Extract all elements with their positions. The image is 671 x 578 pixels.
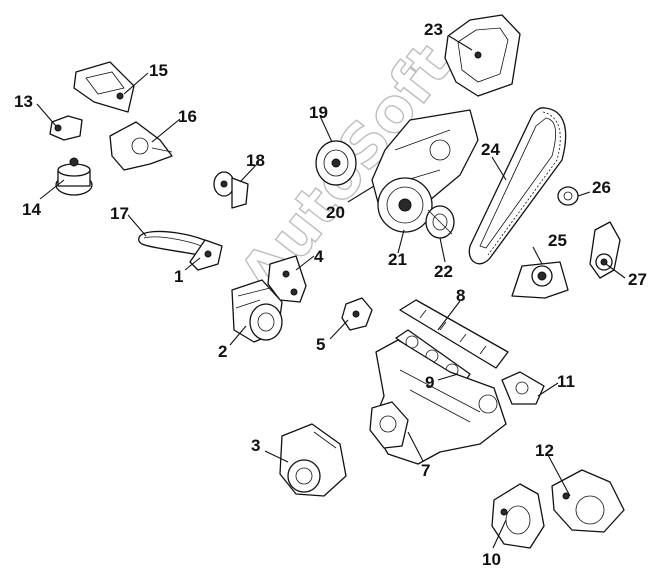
callout-11: 11 bbox=[557, 372, 575, 391]
part-timing-belt bbox=[468, 107, 567, 265]
part-crankshaft-sprocket bbox=[425, 205, 455, 239]
callout-17: 17 bbox=[110, 204, 129, 223]
callout-2: 2 bbox=[218, 342, 227, 361]
part-throttle-assembly bbox=[551, 469, 625, 533]
part-crankshaft-pulley bbox=[377, 177, 433, 233]
callout-5: 5 bbox=[316, 335, 325, 354]
part-small-pulley bbox=[213, 171, 249, 209]
part-alternator bbox=[231, 279, 283, 343]
callout-18: 18 bbox=[246, 151, 265, 170]
callout-26: 26 bbox=[592, 178, 611, 197]
part-throttle-body bbox=[279, 423, 347, 497]
callout-20: 20 bbox=[326, 203, 345, 222]
part-intake-manifold bbox=[369, 339, 507, 465]
part-bush bbox=[557, 186, 579, 206]
part-fuel-rail bbox=[399, 299, 509, 369]
callout-14: 14 bbox=[22, 200, 41, 219]
callout-24: 24 bbox=[481, 140, 500, 159]
callout-7: 7 bbox=[421, 461, 430, 480]
part-engine-mount bbox=[55, 157, 93, 196]
callout-25: 25 bbox=[548, 231, 567, 250]
callout-15: 15 bbox=[149, 61, 168, 80]
callout-23: 23 bbox=[424, 20, 443, 39]
leader-lines bbox=[36, 35, 626, 549]
part-flange-gasket bbox=[501, 371, 545, 405]
callout-8: 8 bbox=[456, 286, 465, 305]
callout-3: 3 bbox=[251, 436, 260, 455]
callout-19: 19 bbox=[309, 103, 328, 122]
part-upper-timing-cover bbox=[444, 14, 521, 97]
part-alternator-bracket bbox=[267, 255, 307, 303]
part-small-bracket bbox=[49, 115, 83, 141]
part-mount-bracket-top bbox=[73, 61, 135, 113]
callouts: 1 2 3 4 5 7 8 9 10 11 12 13 14 15 16 17 … bbox=[14, 20, 647, 569]
callout-4: 4 bbox=[314, 247, 324, 266]
callout-12: 12 bbox=[535, 441, 554, 460]
callout-16: 16 bbox=[178, 107, 197, 126]
part-throttle-housing bbox=[491, 483, 545, 549]
part-idler-pulley bbox=[315, 140, 357, 186]
callout-10: 10 bbox=[482, 550, 501, 569]
callout-21: 21 bbox=[388, 250, 407, 269]
part-tensioner bbox=[589, 221, 621, 279]
part-belt-bracket bbox=[189, 239, 223, 271]
callout-27: 27 bbox=[628, 270, 647, 289]
callout-1: 1 bbox=[174, 267, 183, 286]
part-crank-seal-housing bbox=[511, 261, 569, 299]
callout-22: 22 bbox=[434, 262, 453, 281]
callout-13: 13 bbox=[14, 92, 33, 111]
part-sensor bbox=[341, 297, 373, 331]
callout-9: 9 bbox=[425, 373, 434, 392]
part-mount-bracket bbox=[109, 121, 173, 171]
